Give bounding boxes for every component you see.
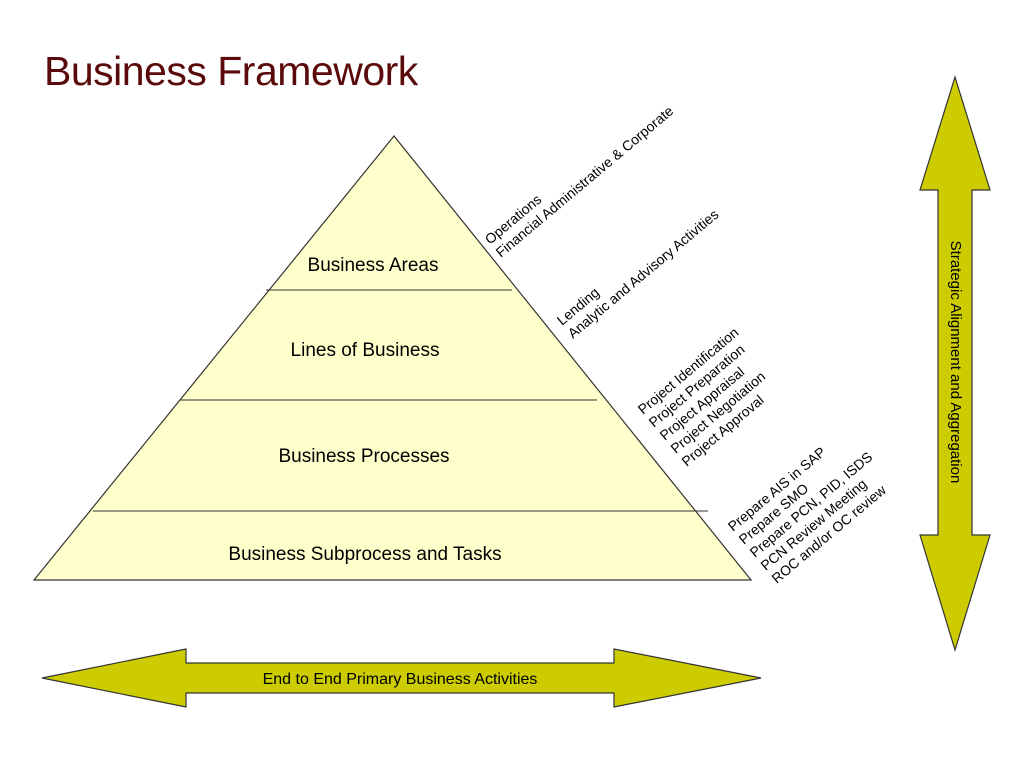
vertical-double-arrow — [919, 74, 991, 653]
pyramid — [32, 135, 753, 581]
annotation-financial-admin: Financial Administrative & Corporate — [493, 102, 677, 260]
horizontal-double-arrow — [41, 648, 762, 708]
page-title: Business Framework — [44, 48, 418, 94]
vertical-arrow-label: Strategic Alignment and Aggregation — [947, 241, 964, 484]
level-label-business-processes: Business Processes — [278, 446, 449, 467]
annotation-analytic-advisory: Analytic and Advisory Activities — [565, 206, 722, 341]
level-label-subprocess-tasks: Business Subprocess and Tasks — [228, 544, 501, 565]
horizontal-arrow-label: End to End Primary Business Activities — [263, 671, 538, 688]
level-label-business-areas: Business Areas — [308, 255, 439, 276]
level-label-lines-of-business: Lines of Business — [291, 340, 440, 361]
